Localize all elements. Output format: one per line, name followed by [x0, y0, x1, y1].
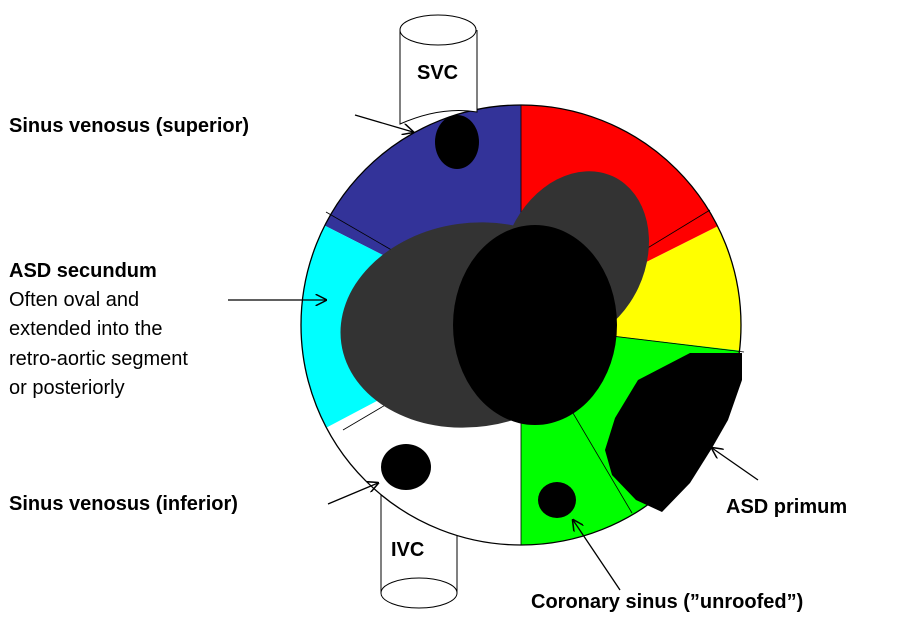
septum-outline: [300, 104, 742, 546]
asd-secundum-desc-line-1: Often oval and: [9, 289, 140, 311]
arrow-coronary-sinus: [573, 520, 621, 591]
annotation-arrows: [228, 114, 759, 591]
sinus-venosus-inferior-defect: [381, 444, 431, 490]
arrow-asd-primum: [712, 448, 759, 481]
svc-label: SVC: [417, 62, 459, 84]
asd-secundum-desc-line-3: retro-aortic segment: [9, 348, 188, 370]
coronary-sinus-label: Coronary sinus (”unroofed”): [531, 591, 804, 613]
sinus-venosus-superior-defect: [435, 115, 479, 169]
asd-primum-defect: [605, 353, 742, 512]
coronary-sinus-defect: [538, 482, 576, 518]
asd-secundum-central-defect: [453, 225, 617, 425]
sinus-venosus-inferior-label: Sinus venosus (inferior): [9, 493, 238, 515]
asd-secundum-desc-line-4: or posteriorly: [9, 377, 125, 399]
arrow-sinus-venosus-superior: [354, 114, 413, 132]
ivc-label: IVC: [391, 539, 425, 561]
asd-secundum-title: ASD secundum: [9, 260, 157, 282]
arrow-sinus-venosus-inferior: [327, 483, 378, 505]
asd-primum-label: ASD primum: [726, 496, 848, 518]
sinus-venosus-superior-label: Sinus venosus (superior): [9, 115, 250, 137]
asd-secundum-desc-line-2: extended into the: [9, 318, 163, 340]
svc-vessel: [399, 14, 478, 125]
